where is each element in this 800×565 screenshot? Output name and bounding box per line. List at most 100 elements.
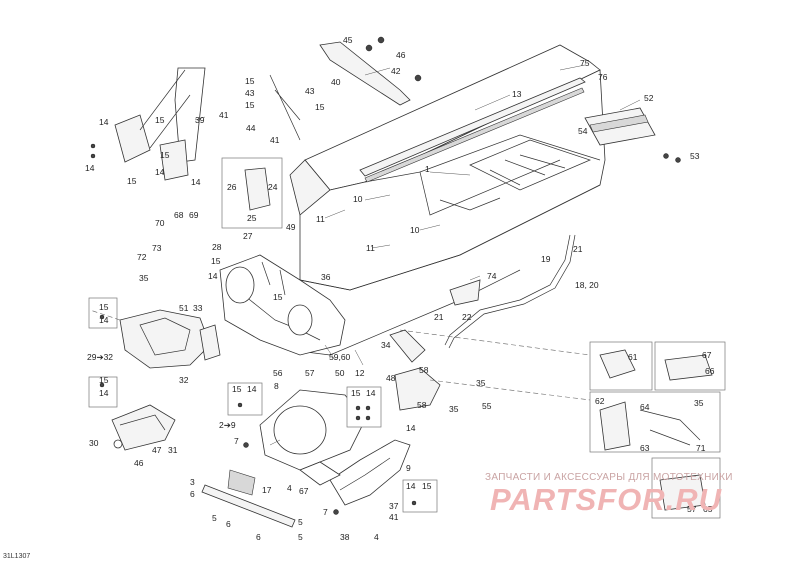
callout-18-20: 18, 20: [575, 280, 599, 290]
callout-17: 17: [262, 485, 272, 495]
callout-22: 22: [462, 312, 472, 322]
callout-32: 32: [179, 375, 189, 385]
fastener-box-a: [88, 297, 118, 329]
callout-47: 47: [152, 445, 162, 455]
callout-7: 7: [323, 507, 328, 517]
callout-67: 67: [299, 486, 309, 496]
callout-67: 67: [702, 350, 712, 360]
callout-14: 14: [99, 315, 109, 325]
bottom-rails: [201, 469, 296, 528]
callout-13: 13: [512, 89, 522, 99]
callout-14: 14: [155, 167, 165, 177]
callout-15: 15: [127, 176, 137, 186]
callout-52: 52: [644, 93, 654, 103]
callout-15: 15: [99, 375, 109, 385]
callout-6: 6: [226, 519, 231, 529]
callout-57: 57: [305, 368, 315, 378]
callout-35: 35: [139, 273, 149, 283]
callout-4: 4: [374, 532, 379, 542]
watermark-caption: ЗАПЧАСТИ И АКСЕССУАРЫ ДЛЯ МОТОТЕХНИКИ: [485, 472, 733, 483]
callout-46: 46: [396, 50, 406, 60]
callout-54: 54: [578, 126, 588, 136]
lower-left-bracket: [111, 404, 176, 451]
callout-15: 15: [422, 481, 432, 491]
callout-14: 14: [208, 271, 218, 281]
callout-76: 76: [598, 72, 608, 82]
fastener-box-b: [88, 376, 118, 408]
callout-15: 15: [155, 115, 165, 125]
callout-41: 41: [389, 512, 399, 522]
callout-14: 14: [99, 117, 109, 127]
callout-33: 33: [193, 303, 203, 313]
callout-30: 30: [89, 438, 99, 448]
callout-48: 48: [386, 373, 396, 383]
callout-15: 15: [232, 384, 242, 394]
fastener-box-e: [402, 479, 438, 513]
callout-21: 21: [573, 244, 583, 254]
callout-10: 10: [410, 225, 420, 235]
fastener-marks: [90, 36, 681, 515]
callout-68: 68: [174, 210, 184, 220]
callout-49: 49: [286, 222, 296, 232]
callout-14: 14: [366, 388, 376, 398]
callout-3: 3: [190, 477, 195, 487]
callout-75: 75: [580, 58, 590, 68]
callout-15: 15: [245, 76, 255, 86]
callout-14: 14: [85, 163, 95, 173]
callout-14: 14: [191, 177, 201, 187]
callout-4: 4: [287, 483, 292, 493]
callout-61: 61: [628, 352, 638, 362]
callout-46: 46: [134, 458, 144, 468]
callout-15: 15: [315, 102, 325, 112]
callout-27: 27: [243, 231, 253, 241]
callout-10: 10: [353, 194, 363, 204]
callout-57: 57: [687, 504, 697, 514]
callout-28: 28: [212, 242, 222, 252]
callout-45: 45: [343, 35, 353, 45]
callout-36: 36: [321, 272, 331, 282]
callout-15: 15: [245, 100, 255, 110]
callout-62: 62: [595, 396, 605, 406]
callout-12: 12: [355, 368, 365, 378]
callout-15: 15: [99, 302, 109, 312]
callout-55: 55: [482, 401, 492, 411]
callout-26: 26: [227, 182, 237, 192]
callout-7: 7: [234, 436, 239, 446]
callout-6: 6: [190, 489, 195, 499]
callout-58: 58: [419, 365, 429, 375]
upper-links: [114, 41, 411, 181]
callout-34: 34: [381, 340, 391, 350]
callout-70: 70: [155, 218, 165, 228]
callout-40: 40: [331, 77, 341, 87]
callout-15: 15: [160, 150, 170, 160]
callout-15: 15: [273, 292, 283, 302]
callout-19: 19: [541, 254, 551, 264]
callout-41: 41: [219, 110, 229, 120]
callout-66: 66: [705, 366, 715, 376]
callout-73: 73: [152, 243, 162, 253]
callout-41: 41: [270, 135, 280, 145]
callout-59-60: 59,60: [329, 352, 351, 362]
leader-lines: [194, 64, 641, 446]
callout-21: 21: [434, 312, 444, 322]
callout-14: 14: [99, 388, 109, 398]
callout-6: 6: [256, 532, 261, 542]
callout-29-32: 29➔32: [87, 352, 113, 362]
callout-50: 50: [335, 368, 345, 378]
watermark-logo: PARTSFOR.RU: [490, 482, 723, 517]
callout-5: 5: [212, 513, 217, 523]
callout-11: 11: [366, 243, 375, 253]
callout-35: 35: [476, 378, 486, 388]
callout-11: 11: [316, 214, 325, 224]
callout-63: 63: [640, 443, 650, 453]
callout-58: 58: [417, 400, 427, 410]
callout-37: 37: [389, 501, 399, 511]
callout-72: 72: [137, 252, 147, 262]
fastener-box-d: [346, 386, 382, 428]
callout-14: 14: [406, 423, 416, 433]
callout-65: 65: [703, 504, 713, 514]
callout-15: 15: [211, 256, 221, 266]
callout-5: 5: [298, 532, 303, 542]
callout-25: 25: [247, 213, 257, 223]
callout-69: 69: [189, 210, 199, 220]
